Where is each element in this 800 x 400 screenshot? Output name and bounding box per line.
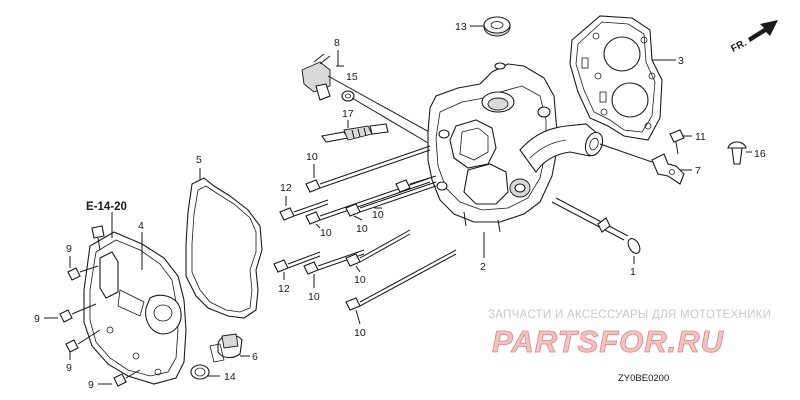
label-6: 6 xyxy=(252,351,258,363)
label-2: 2 xyxy=(480,261,486,273)
label-9d: 9 xyxy=(88,379,94,391)
head-bolt-10d xyxy=(395,175,437,193)
flange-bolt-12a xyxy=(279,199,329,221)
label-12a: 12 xyxy=(280,182,292,194)
head-bolt-10c xyxy=(345,181,437,217)
head-bolt-10f xyxy=(345,229,411,267)
label-8: 8 xyxy=(334,37,340,49)
watermark-brand: PARTSFOR.RU xyxy=(492,324,725,359)
label-7: 7 xyxy=(695,165,701,177)
label-10d: 10 xyxy=(372,209,384,221)
label-10b: 10 xyxy=(320,227,332,239)
label-4: 4 xyxy=(138,220,144,232)
label-15: 15 xyxy=(346,71,358,83)
reference-e-14-20: E-14-20 xyxy=(86,201,127,213)
flange-bolt-12b xyxy=(273,251,321,273)
label-11: 11 xyxy=(695,131,706,143)
label-9c: 9 xyxy=(66,362,72,374)
cover-bolt-9c xyxy=(65,329,101,353)
diagram-code: ZY0BE0200 xyxy=(618,373,669,384)
label-9a: 9 xyxy=(66,243,72,255)
oil-seal-part xyxy=(483,16,511,37)
label-10c: 10 xyxy=(356,223,368,235)
head-cover-gasket xyxy=(185,177,263,319)
label-10e: 10 xyxy=(308,291,320,303)
cover-bolt-9b xyxy=(59,303,97,323)
cylinder-head xyxy=(427,62,604,233)
head-bolt-10b xyxy=(305,177,431,225)
label-10a: 10 xyxy=(306,151,318,163)
label-5: 5 xyxy=(196,154,202,166)
head-bolt-10a xyxy=(305,145,431,193)
label-12b: 12 xyxy=(278,283,290,295)
label-10f: 10 xyxy=(354,274,366,286)
cylinder-head-cover xyxy=(83,225,187,385)
front-direction-label: FR. xyxy=(729,37,749,54)
cylinder-head-gasket xyxy=(569,15,663,141)
long-head-bolt xyxy=(551,197,641,254)
label-13: 13 xyxy=(455,21,467,33)
watermark-tagline: ЗАПЧАСТИ И АКСЕССУАРЫ ДЛЯ МОТОТЕХНИКИ xyxy=(488,309,771,321)
label-1: 1 xyxy=(630,266,636,278)
label-3: 3 xyxy=(678,55,684,67)
label-14: 14 xyxy=(224,371,236,383)
spark-plug xyxy=(321,123,389,143)
wire-clamp-bracket xyxy=(651,153,685,185)
label-10g: 10 xyxy=(354,327,366,339)
oil-filler-cap xyxy=(209,333,243,363)
label-16: 16 xyxy=(754,148,766,160)
temperature-sensor xyxy=(301,53,331,101)
cover-bolt-9d xyxy=(113,369,141,387)
label-17: 17 xyxy=(342,108,354,120)
label-9b: 9 xyxy=(34,313,40,325)
small-flange-bolt xyxy=(669,129,685,155)
cover-bolt-9a xyxy=(67,265,99,281)
head-bolt-10g xyxy=(345,249,457,311)
push-clip xyxy=(727,141,747,165)
front-direction-arrow: FR. xyxy=(729,20,778,55)
filler-cap-o-ring xyxy=(190,364,210,380)
sensor-washer xyxy=(341,90,355,102)
